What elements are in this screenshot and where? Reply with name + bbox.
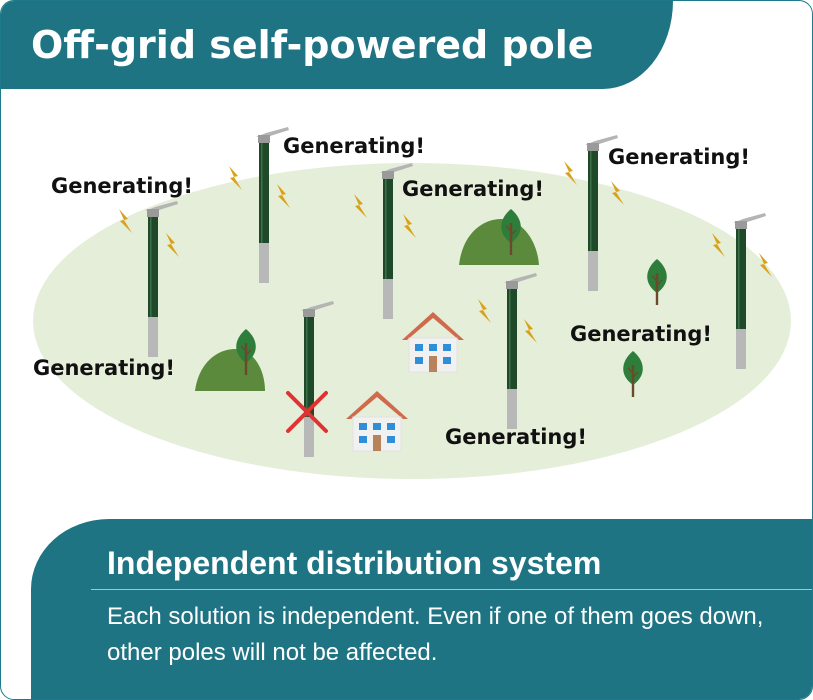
page-title: Off-grid self-powered pole <box>31 23 594 67</box>
generating-label: Generating! <box>33 356 175 380</box>
generating-label: Generating! <box>445 425 587 449</box>
generating-label: Generating! <box>51 174 193 198</box>
generating-label: Generating! <box>608 145 750 169</box>
generating-label: Generating! <box>402 177 544 201</box>
field-ellipse <box>33 163 791 479</box>
generating-label: Generating! <box>283 134 425 158</box>
info-panel: Independent distribution system Each sol… <box>31 519 812 699</box>
title-banner: Off-grid self-powered pole <box>1 1 673 89</box>
generating-label: Generating! <box>570 322 712 346</box>
failure-x-icon <box>286 391 328 433</box>
section-description: Each solution is independent. Even if on… <box>107 603 764 666</box>
section-heading: Independent distribution system <box>107 545 602 581</box>
divider <box>91 589 812 590</box>
pole-network-illustration: Generating! Generating! Generating! Gene… <box>33 127 791 479</box>
